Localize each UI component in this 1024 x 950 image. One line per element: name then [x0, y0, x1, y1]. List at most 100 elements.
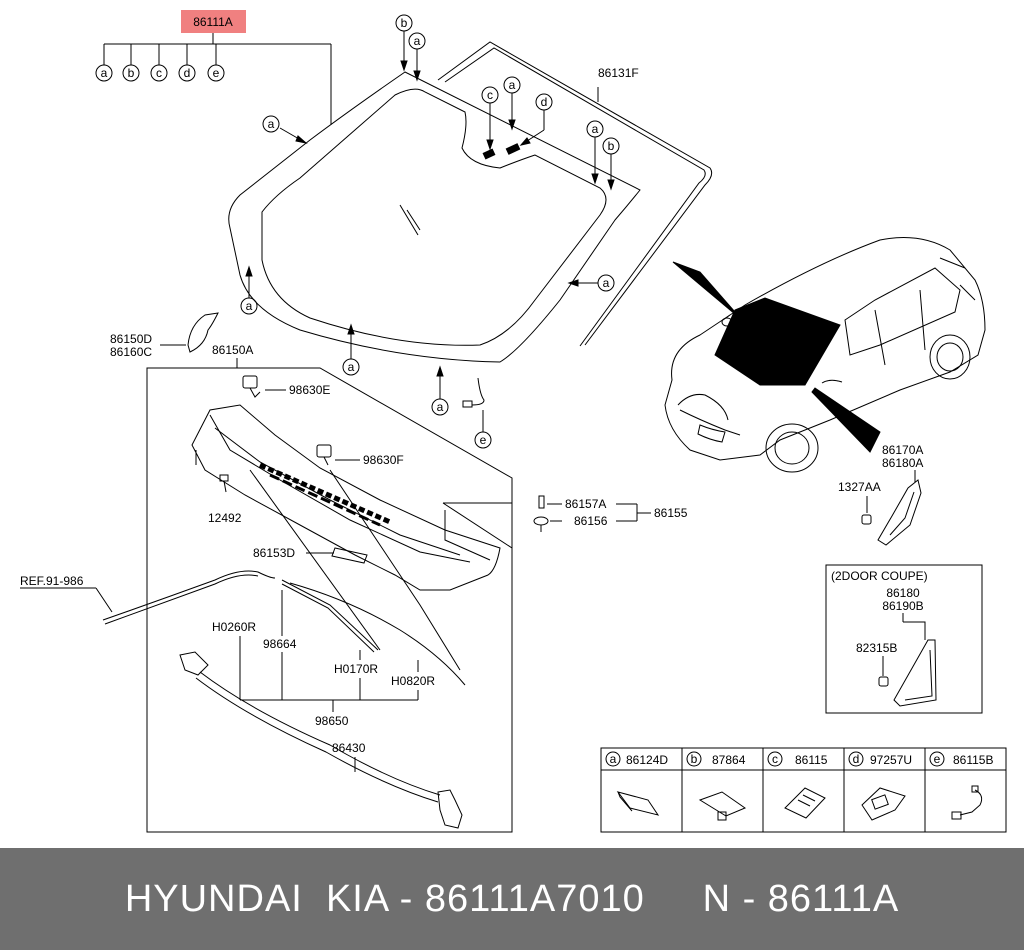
exploded-parts-diagram: 86111A a b c d e a b a c a	[20, 10, 1007, 833]
svg-text:b: b	[401, 16, 408, 30]
svg-text:e: e	[934, 752, 941, 766]
svg-text:a: a	[348, 360, 355, 374]
washer-hoses	[102, 469, 466, 686]
label-86150A: 86150A	[212, 343, 253, 357]
callout-c-glass: c	[481, 86, 499, 151]
ref-leader	[95, 587, 113, 613]
svg-text:a: a	[414, 34, 421, 48]
svg-text:b: b	[608, 139, 615, 153]
coupe-part-3: 82315B	[856, 641, 897, 655]
legend-cell-e: e 86115B	[929, 751, 993, 767]
callout-a-glass-mid: a	[503, 76, 521, 131]
svg-text:a: a	[509, 78, 516, 92]
bracket-icon	[784, 787, 826, 819]
cowl-weatherstrip-86430	[179, 651, 463, 829]
coupe-garnish	[893, 639, 937, 707]
svg-text:a: a	[246, 299, 253, 313]
legend-cell-a: a 86124D	[605, 751, 668, 767]
cowl-pointer	[442, 502, 513, 549]
hose-leader-bracket	[239, 590, 419, 712]
wire-harness-icon	[951, 785, 983, 820]
svg-text:d: d	[541, 95, 548, 109]
cowl-top-cover	[191, 404, 501, 591]
label-12492: 12492	[208, 511, 242, 525]
callout-a-glass-top: a	[408, 32, 426, 82]
cowl-end-bracket	[187, 312, 219, 353]
label-H0820R: H0820R	[391, 674, 435, 688]
svg-text:a: a	[610, 752, 617, 766]
bracket-86155	[616, 503, 651, 522]
label-86170A: 86170A	[882, 443, 923, 457]
svg-text:e: e	[213, 66, 220, 80]
callout-a-glass-bottom: a	[342, 323, 360, 376]
label-98630F: 98630F	[363, 453, 404, 467]
svg-text:c: c	[156, 66, 162, 80]
fastener-86157A	[538, 495, 562, 509]
coupe-variant-box	[825, 564, 983, 714]
highlight-part-label: 86111A	[193, 15, 233, 29]
callout-b-glass-right: b	[602, 137, 620, 191]
callout-d-glass: d	[519, 93, 553, 146]
coupe-part-1: 86180	[886, 586, 920, 600]
washer-nozzle-e	[242, 375, 286, 398]
svg-text:a: a	[268, 117, 275, 131]
leader-coupe-garnish	[903, 621, 926, 640]
screw-12492	[219, 474, 229, 493]
label-86150D: 86150D	[110, 332, 152, 346]
fastener-86156	[533, 516, 562, 532]
callout-e-top-left: e	[207, 64, 225, 82]
callout-a-glass-bottom-right: a	[431, 365, 449, 416]
legend-cell-b: b 87864	[686, 751, 746, 767]
callout-a-glass-left: a	[262, 115, 308, 144]
label-H0260R: H0260R	[212, 620, 256, 634]
label-86131F: 86131F	[598, 66, 639, 80]
callout-b-glass-top: b	[395, 14, 413, 72]
foam-pad-icon	[616, 791, 660, 816]
svg-text:87864: 87864	[712, 753, 746, 767]
callout-a-top-left: a	[95, 64, 113, 82]
cowl-assembly-box	[146, 367, 513, 833]
svg-text:a: a	[437, 400, 444, 414]
legend-cell-c: c 86115	[767, 751, 828, 767]
label-86156: 86156	[574, 514, 608, 528]
svg-text:97257U: 97257U	[870, 753, 912, 767]
label-98630E: 98630E	[289, 383, 330, 397]
label-86155: 86155	[654, 506, 688, 520]
seal-86153D	[306, 547, 368, 564]
svg-text:86115: 86115	[795, 753, 828, 767]
label-1327AA: 1327AA	[838, 480, 881, 494]
label-98664: 98664	[263, 637, 297, 651]
svg-text:86124D: 86124D	[626, 753, 668, 767]
washer-nozzle-f	[316, 444, 360, 466]
label-ref-91-986: REF.91-986	[20, 574, 84, 588]
svg-text:c: c	[487, 88, 493, 102]
svg-text:b: b	[691, 752, 698, 766]
callout-c-top-left: c	[150, 64, 168, 82]
windshield-moulding	[437, 41, 713, 347]
clip-1327AA	[861, 514, 872, 525]
svg-text:b: b	[128, 66, 135, 80]
svg-text:e: e	[480, 433, 487, 447]
callout-e-glass-wire: e	[462, 377, 492, 449]
svg-text:c: c	[772, 752, 778, 766]
svg-text:d: d	[853, 752, 860, 766]
top-callout-bracket	[103, 33, 332, 125]
sensor-bracket-icon	[861, 787, 906, 821]
callout-a-glass-right-lower: a	[567, 274, 615, 292]
svg-text:a: a	[592, 122, 599, 136]
label-86153D: 86153D	[253, 546, 295, 560]
coupe-title: (2DOOR COUPE)	[831, 569, 928, 583]
coupe-part-2: 86190B	[882, 599, 923, 613]
windshield-glass	[228, 71, 641, 363]
callout-d-top-left: d	[178, 64, 196, 82]
legend-cell-d: d 97257U	[848, 751, 912, 767]
clip-icon	[698, 791, 747, 821]
svg-text:a: a	[603, 276, 610, 290]
delta-garnish-86170A	[877, 479, 922, 546]
coupe-clip	[878, 676, 889, 687]
car-illustration	[664, 237, 986, 473]
callout-b-top-left: b	[122, 64, 140, 82]
svg-text:a: a	[101, 66, 108, 80]
label-86430: 86430	[332, 741, 366, 755]
